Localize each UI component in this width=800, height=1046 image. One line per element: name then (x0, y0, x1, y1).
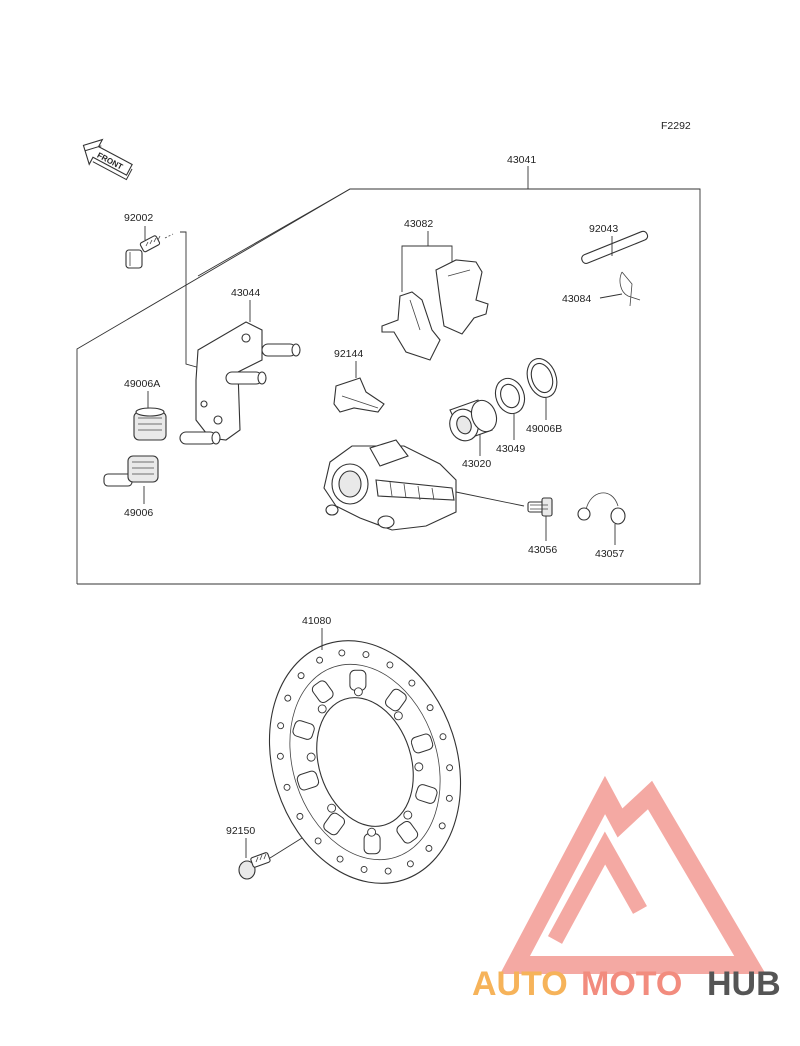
disc-hole (408, 679, 416, 687)
bleed-valve-43056 (527, 497, 553, 517)
logo-text-moto: MOTO (581, 965, 682, 1003)
disc-slot (396, 820, 419, 844)
label-43020: 43020 (462, 458, 491, 470)
label-92144: 92144 (334, 348, 363, 360)
label-49006: 49006 (124, 507, 153, 519)
disc-hole (338, 649, 346, 657)
disc-hole (277, 722, 285, 730)
label-92150: 92150 (226, 825, 255, 837)
disc-slot (296, 770, 320, 791)
label-43057: 43057 (595, 548, 624, 560)
disc-hole (336, 855, 344, 863)
disc-inner-hole (367, 827, 377, 837)
disc-inner-hole (317, 704, 327, 714)
seal-49006B (526, 358, 558, 398)
boot-49006A (133, 407, 167, 441)
disc-slot (363, 833, 381, 855)
label-43049: 43049 (496, 443, 525, 455)
disc-inner-hole (327, 803, 337, 813)
disc-hole (445, 794, 453, 802)
disc-hole (362, 651, 370, 658)
pin-92043 (581, 230, 649, 264)
label-41080: 41080 (302, 615, 331, 627)
piston-43020 (449, 399, 498, 442)
label-43056: 43056 (528, 544, 557, 556)
label-92002: 92002 (124, 212, 153, 224)
disc-hole (384, 867, 392, 875)
brake-pads-43082 (381, 259, 489, 361)
disc-slot (410, 733, 434, 754)
bolt-92150 (238, 852, 271, 880)
disc-hole (276, 752, 284, 760)
front-arrow-icon: FRONT (82, 138, 133, 181)
disc-hole (314, 837, 322, 845)
disc-hole (425, 844, 433, 852)
boot-49006 (103, 455, 159, 487)
seal-43049 (494, 377, 526, 415)
disc-hole (316, 656, 324, 664)
disc-hole (284, 694, 292, 702)
logo-triangle-icon (500, 775, 766, 974)
disc-hole (439, 733, 447, 741)
disc-hole (446, 764, 454, 772)
disc-slot (311, 680, 334, 704)
cap-43057 (577, 492, 626, 525)
disc-inner-hole (393, 711, 403, 721)
automotohub-logo: AUTO MOTO HUB (472, 775, 781, 1003)
disc-hole (297, 672, 305, 680)
label-43084: 43084 (562, 293, 591, 305)
disc-hole (386, 661, 394, 669)
disc-hole (360, 866, 368, 873)
disc-inner-hole (403, 810, 413, 820)
disc-hole (283, 783, 291, 791)
disc-slot (349, 669, 367, 691)
brake-disc-41080 (268, 640, 462, 884)
label-49006B: 49006B (526, 423, 562, 435)
disc-inner-hole (306, 752, 316, 762)
disc-hole (426, 704, 434, 712)
label-43044: 43044 (231, 287, 260, 299)
logo-text-hub: HUB (707, 965, 781, 1003)
clip-43084 (619, 271, 641, 307)
pad-spring-92144 (333, 377, 385, 413)
logo-text-auto: AUTO (472, 965, 568, 1003)
caliper-body (323, 439, 457, 531)
disc-slot (292, 720, 315, 740)
caliper-bracket-43044 (179, 321, 301, 445)
disc-holes (276, 649, 454, 875)
disc-slot (415, 784, 438, 804)
disc-slots (292, 669, 438, 855)
disc-hole (406, 860, 414, 868)
label-43041: 43041 (507, 154, 536, 166)
disc-slot (384, 688, 407, 712)
disc-hole (296, 812, 304, 820)
bolt-92002 (125, 233, 174, 269)
diagram-code: F2292 (661, 120, 691, 132)
label-92043: 92043 (589, 223, 618, 235)
disc-hole (438, 822, 446, 830)
disc-slot (323, 812, 346, 836)
disc-inner-hole (353, 687, 363, 697)
label-49006A: 49006A (124, 378, 160, 390)
label-43082: 43082 (404, 218, 433, 230)
caliper-assembly-box (76, 166, 701, 585)
disc-inner-hole (414, 762, 424, 772)
